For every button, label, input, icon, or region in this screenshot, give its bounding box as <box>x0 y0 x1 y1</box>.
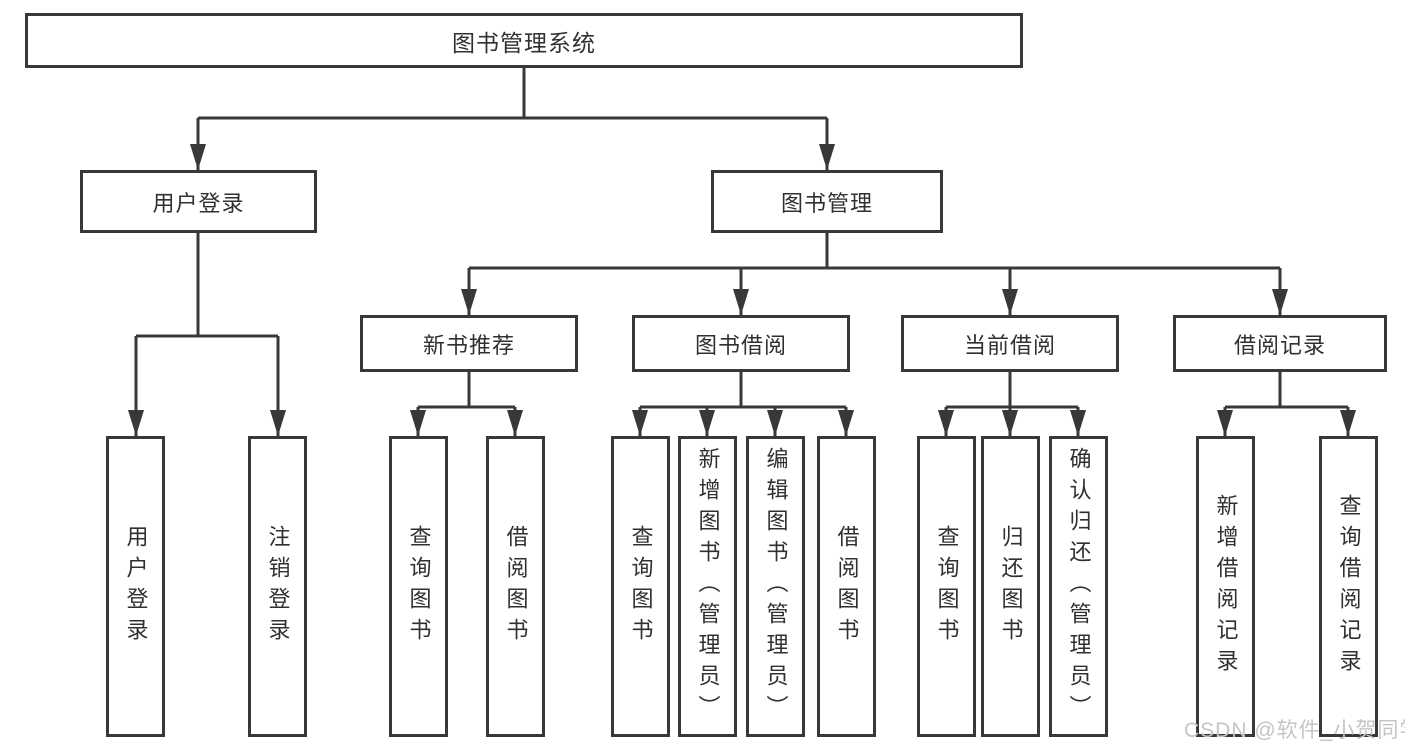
leaf-nbr-query-books-label: 查询图书 <box>406 524 432 649</box>
leaf-cb-confirm-return-admin-label: 确认归还（管理员） <box>1066 447 1092 726</box>
node-root: 图书管理系统 <box>25 13 1023 68</box>
leaf-nbr-borrow-books-label: 借阅图书 <box>503 524 529 649</box>
leaf-bb-borrow-books-label: 借阅图书 <box>834 524 860 649</box>
leaf-user-login: 用户登录 <box>106 436 165 737</box>
node-book-management: 图书管理 <box>711 170 943 233</box>
leaf-cb-query-books-label: 查询图书 <box>934 524 960 649</box>
leaf-cb-confirm-return-admin: 确认归还（管理员） <box>1049 436 1108 737</box>
leaf-logout: 注销登录 <box>248 436 307 737</box>
leaf-bb-add-book-admin-label: 新增图书（管理员） <box>695 447 721 726</box>
leaf-user-login-label: 用户登录 <box>123 524 149 649</box>
leaf-cb-query-books: 查询图书 <box>917 436 976 737</box>
leaf-nbr-query-books: 查询图书 <box>389 436 448 737</box>
leaf-br-add-record-label: 新增借阅记录 <box>1213 493 1239 680</box>
leaf-bb-edit-book-admin-label: 编辑图书（管理员） <box>763 447 789 726</box>
leaf-logout-label: 注销登录 <box>265 524 291 649</box>
leaf-br-query-record-label: 查询借阅记录 <box>1336 493 1362 680</box>
leaf-nbr-borrow-books: 借阅图书 <box>486 436 545 737</box>
leaf-bb-add-book-admin: 新增图书（管理员） <box>678 436 737 737</box>
node-borrowing-records: 借阅记录 <box>1173 315 1387 372</box>
node-new-book-recommendation: 新书推荐 <box>360 315 578 372</box>
leaf-cb-return-books-label: 归还图书 <box>998 524 1024 649</box>
leaf-bb-edit-book-admin: 编辑图书（管理员） <box>746 436 805 737</box>
node-book-borrowing: 图书借阅 <box>632 315 850 372</box>
leaf-br-query-record: 查询借阅记录 <box>1319 436 1378 737</box>
leaf-bb-query-books: 查询图书 <box>611 436 670 737</box>
leaf-br-add-record: 新增借阅记录 <box>1196 436 1255 737</box>
csdn-watermark: CSDN @软件_小贺同学 <box>1184 719 1405 742</box>
leaf-bb-query-books-label: 查询图书 <box>628 524 654 649</box>
node-current-borrowing: 当前借阅 <box>901 315 1119 372</box>
node-user-login: 用户登录 <box>80 170 317 233</box>
leaf-bb-borrow-books: 借阅图书 <box>817 436 876 737</box>
leaf-cb-return-books: 归还图书 <box>981 436 1040 737</box>
